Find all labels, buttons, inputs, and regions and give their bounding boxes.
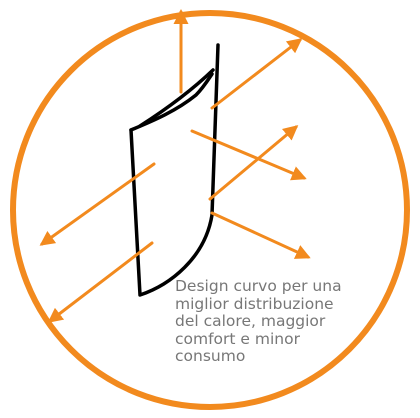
arrow-left <box>39 162 156 246</box>
radiator-icon <box>129 43 220 297</box>
arrow-right <box>190 129 307 181</box>
boundary-circle <box>10 10 410 410</box>
arrow-upper-right <box>210 38 303 110</box>
arrow-lower-right <box>210 211 311 259</box>
heat-arrows <box>39 9 311 323</box>
arrow-middle-right <box>208 125 299 201</box>
caption-text: Design curvo per una miglior distribuzio… <box>175 277 342 365</box>
arrow-lower-left <box>47 241 154 323</box>
